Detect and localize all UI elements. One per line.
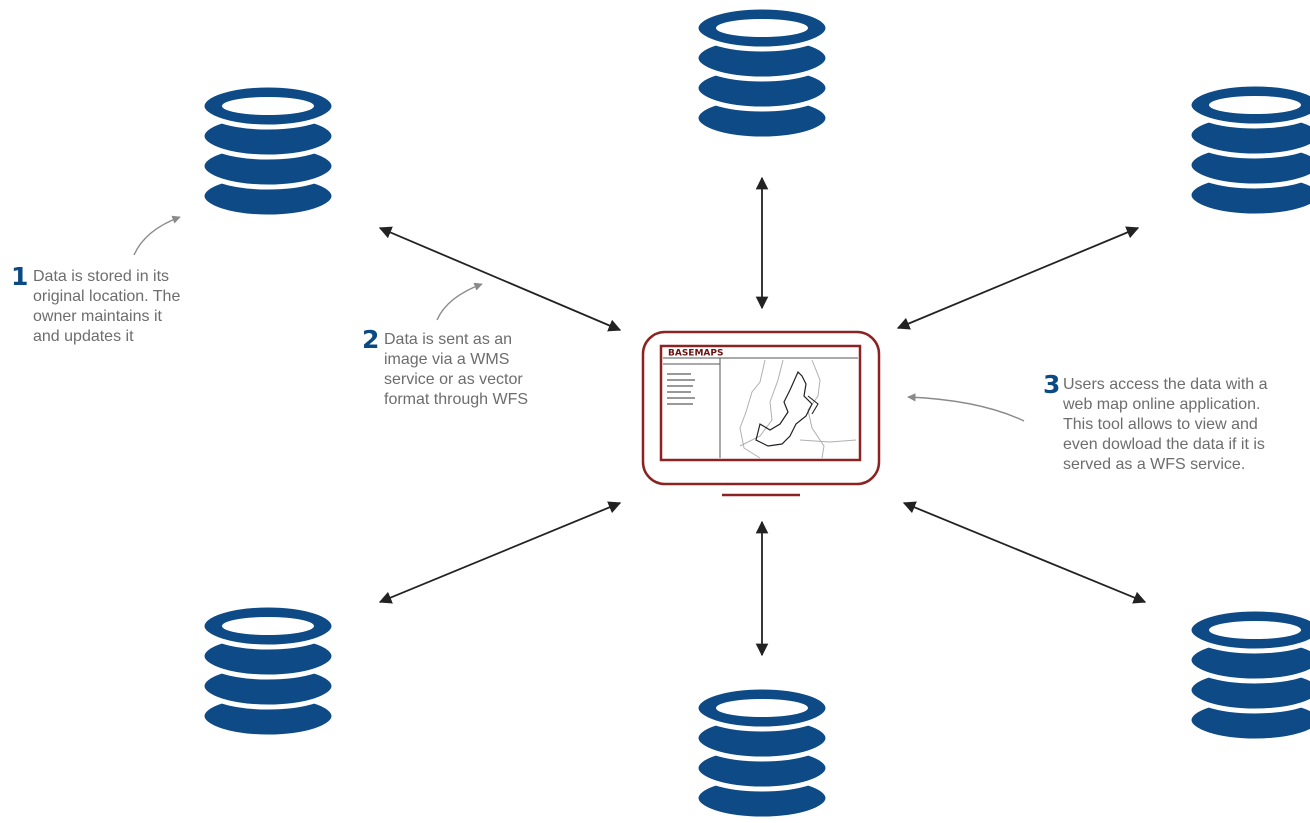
note-step-1: 1 Data is stored in its original locatio…	[11, 264, 181, 347]
connection-arrow	[896, 226, 1140, 330]
note-line: Data is sent as an	[384, 331, 513, 348]
annotation-pointer	[133, 215, 181, 256]
connection-arrow	[378, 501, 622, 604]
note-step-3: 3 Users access the data with a web map o…	[1043, 372, 1268, 475]
note-line: Data is stored in its	[33, 268, 170, 285]
step-number: 3	[1043, 370, 1061, 399]
sidebar-lines	[667, 373, 695, 405]
map-lines	[739, 359, 857, 459]
monitor-icon: BASEMAPS	[641, 330, 881, 497]
note-line: original location. The	[33, 288, 181, 305]
note-line: owner maintains it	[33, 308, 162, 325]
annotation-pointer	[907, 393, 1025, 422]
database-icon	[202, 85, 334, 217]
note-line: This tool allows to view and	[1063, 416, 1258, 433]
note-line: served as a WFS service.	[1063, 456, 1246, 473]
step-number: 2	[362, 325, 380, 354]
screen	[659, 344, 862, 462]
note-step-2: 2 Data is sent as an image via a WMS ser…	[362, 327, 529, 410]
database-icon	[1189, 84, 1310, 216]
database-icon	[696, 7, 828, 139]
screen-title: BASEMAPS	[668, 349, 723, 359]
connection-arrow	[378, 226, 622, 332]
database-icon	[202, 605, 334, 737]
note-line: image via a WMS	[384, 351, 510, 368]
connection-arrow	[902, 501, 1147, 604]
note-line: format through WFS	[384, 391, 529, 408]
note-line: even dowload the data if it is	[1063, 436, 1265, 453]
database-icon	[696, 687, 828, 819]
note-line: and updates it	[33, 328, 134, 345]
note-line: service or as vector	[384, 371, 523, 388]
note-line: web map online application.	[1063, 396, 1261, 413]
annotation-pointer	[436, 282, 483, 321]
database-icon	[1189, 609, 1310, 741]
note-line: Users access the data with a	[1063, 376, 1268, 393]
step-number: 1	[11, 262, 29, 291]
